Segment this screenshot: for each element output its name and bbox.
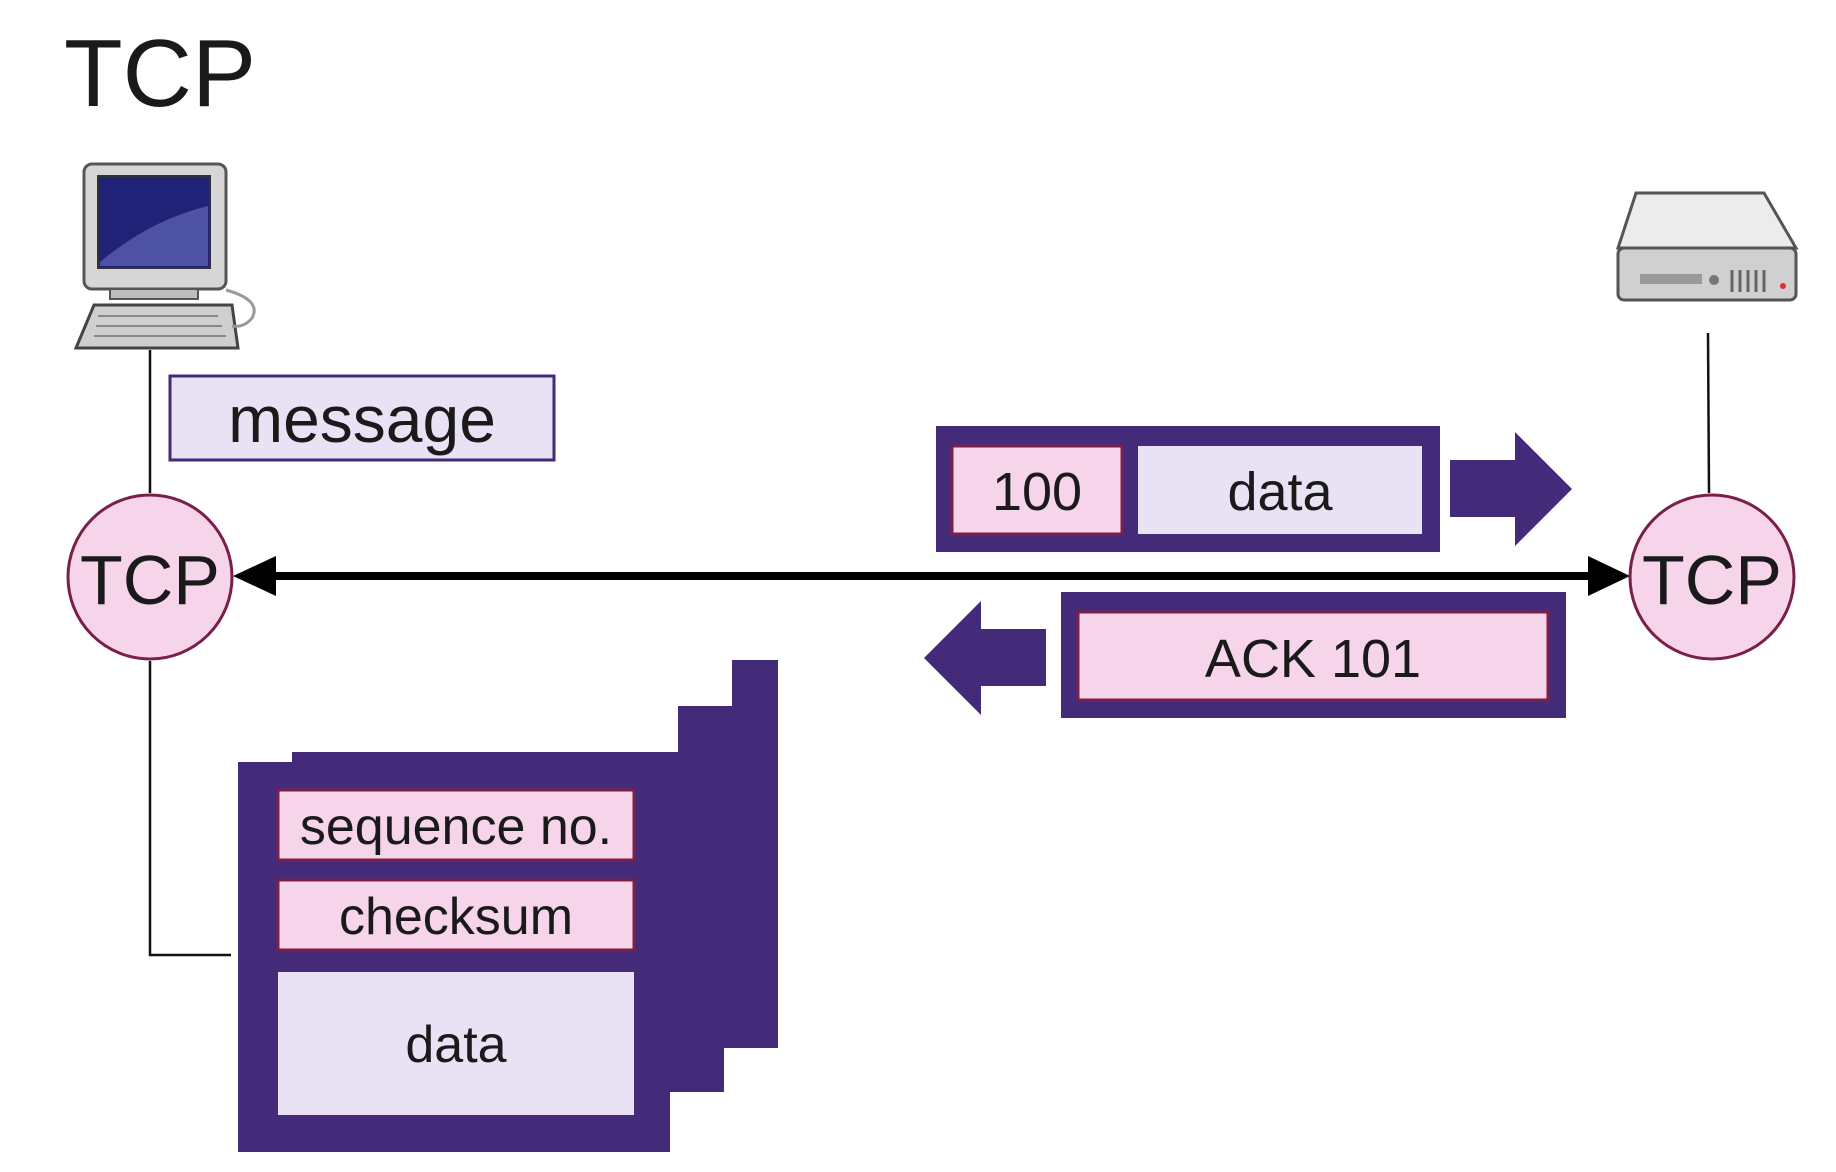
- ack-segment: ACK 101: [1061, 592, 1566, 718]
- connection-arrow: [233, 556, 1630, 596]
- message-label: message: [228, 382, 496, 456]
- stack-data-label: data: [405, 1016, 506, 1074]
- ack-field: [1076, 610, 1550, 702]
- data-label: data: [1227, 462, 1333, 522]
- ack-label: ACK 101: [1205, 629, 1421, 689]
- server-tcp-label: TCP: [1642, 541, 1782, 619]
- server-link-line: [1706, 332, 1711, 494]
- checksum-field: [276, 878, 636, 952]
- server-icon: [1615, 191, 1799, 302]
- sequence-field: [950, 444, 1124, 536]
- desktop-computer-icon: [73, 162, 256, 350]
- arrow-right-icon: [1450, 432, 1572, 546]
- segment-stack: sequence no. checksum data: [238, 660, 778, 1152]
- client-tcp-label: TCP: [80, 541, 220, 619]
- sequence-value: 100: [992, 462, 1082, 522]
- sequence-number-field: [276, 788, 636, 862]
- sequence-number-label: sequence no.: [300, 798, 612, 856]
- message-box: message: [168, 374, 556, 462]
- arrow-left-icon: [924, 601, 1046, 715]
- page-title: TCP: [64, 20, 256, 127]
- stack-data-field: [278, 972, 634, 1115]
- checksum-label: checksum: [339, 888, 573, 946]
- data-field: [1138, 446, 1422, 534]
- server-tcp-node: TCP: [1628, 493, 1796, 661]
- client-segment-line: [148, 661, 231, 957]
- client-tcp-node: TCP: [66, 493, 234, 661]
- outgoing-segment: 100 data: [936, 426, 1440, 552]
